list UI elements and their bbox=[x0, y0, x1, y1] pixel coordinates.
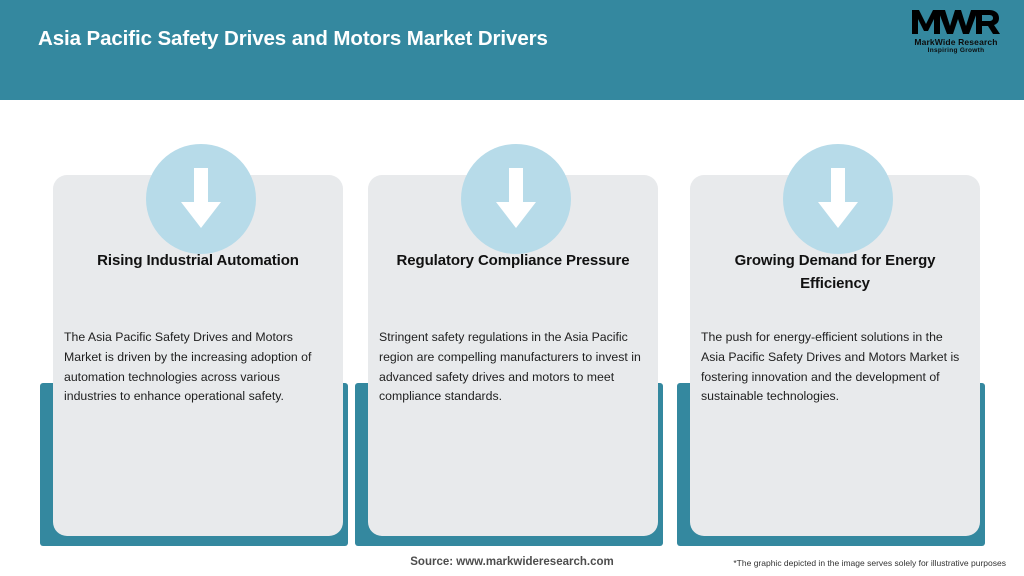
down-arrow-glyph bbox=[181, 168, 221, 228]
down-arrow-icon bbox=[146, 144, 256, 254]
page-title: Asia Pacific Safety Drives and Motors Ma… bbox=[38, 27, 548, 50]
card-heading: Regulatory Compliance Pressure bbox=[396, 252, 630, 269]
card-heading: Growing Demand for Energy Efficiency bbox=[734, 252, 936, 292]
down-arrow-glyph bbox=[818, 168, 858, 228]
mwr-logo-icon bbox=[912, 10, 1000, 34]
card-body-text: The Asia Pacific Safety Drives and Motor… bbox=[64, 330, 312, 404]
card-heading: Rising Industrial Automation bbox=[97, 252, 299, 269]
brand-logo: MarkWide Research Inspiring Growth bbox=[902, 6, 1010, 62]
logo-tagline: Inspiring Growth bbox=[927, 47, 985, 54]
logo-company-name: MarkWide Research bbox=[914, 37, 998, 47]
down-arrow-icon bbox=[783, 144, 893, 254]
page-header: Asia Pacific Safety Drives and Motors Ma… bbox=[0, 0, 1024, 100]
driver-card: Rising Industrial Automation The Asia Pa… bbox=[40, 144, 348, 548]
card-body-text: Stringent safety regulations in the Asia… bbox=[379, 330, 641, 404]
driver-card: Growing Demand for Energy Efficiency The… bbox=[677, 144, 985, 548]
footer-disclaimer: *The graphic depicted in the image serve… bbox=[733, 558, 1006, 568]
down-arrow-icon bbox=[461, 144, 571, 254]
footer-source: Source: www.markwideresearch.com bbox=[410, 556, 614, 568]
card-body-text: The push for energy-efficient solutions … bbox=[701, 330, 960, 404]
driver-card: Regulatory Compliance Pressure Stringent… bbox=[355, 144, 663, 548]
down-arrow-glyph bbox=[496, 168, 536, 228]
